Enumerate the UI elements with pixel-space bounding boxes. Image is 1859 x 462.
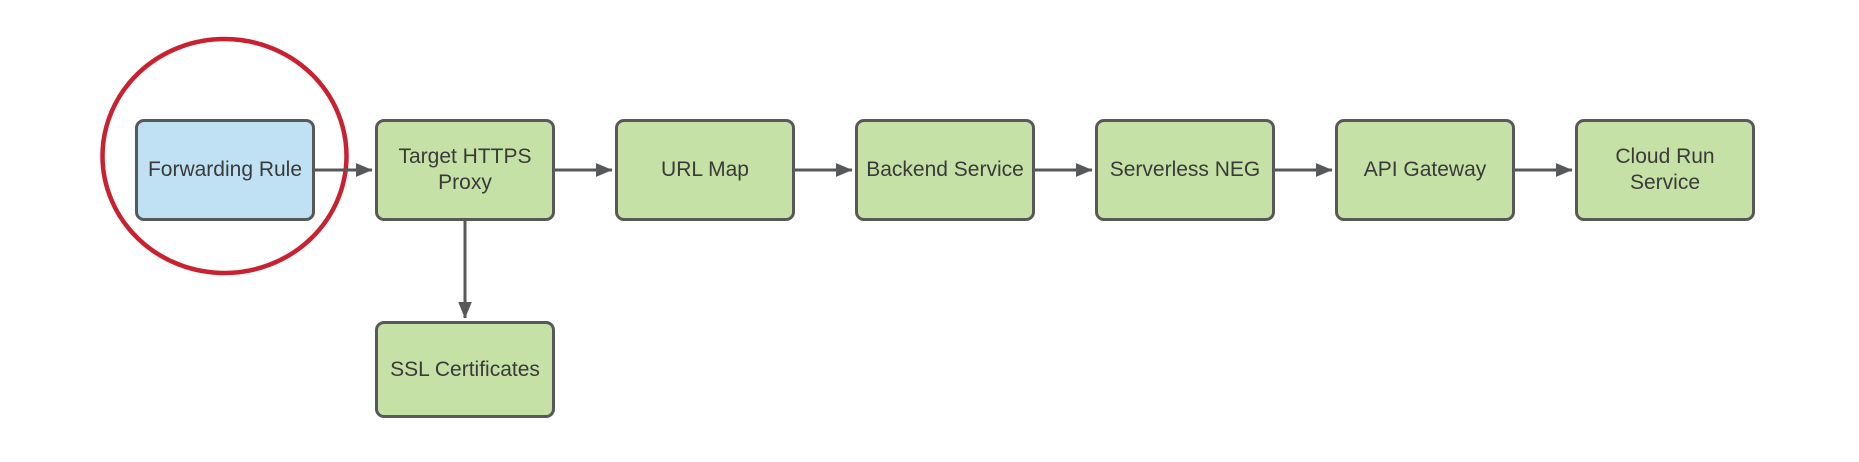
- node-url-map[interactable]: URL Map: [615, 119, 795, 221]
- node-url-map-label: URL Map: [661, 158, 749, 182]
- highlight-ellipse: [100, 36, 349, 276]
- node-cloud-run-service-label: Cloud Run Service: [1615, 145, 1715, 194]
- node-api-gateway-label: API Gateway: [1363, 158, 1487, 182]
- node-target-https-proxy-label: Target HTTPS Proxy: [398, 145, 532, 194]
- node-serverless-neg-label: Serverless NEG: [1109, 158, 1261, 182]
- node-cloud-run-service[interactable]: Cloud Run Service: [1575, 119, 1755, 221]
- node-backend-service[interactable]: Backend Service: [855, 119, 1035, 221]
- node-api-gateway[interactable]: API Gateway: [1335, 119, 1515, 221]
- node-target-https-proxy[interactable]: Target HTTPS Proxy: [375, 119, 555, 221]
- node-backend-service-label: Backend Service: [866, 158, 1024, 182]
- node-ssl-certificates-label: SSL Certificates: [390, 357, 540, 381]
- node-ssl-certificates[interactable]: SSL Certificates: [375, 321, 555, 418]
- node-forwarding-rule[interactable]: Forwarding Rule: [135, 119, 315, 221]
- node-serverless-neg[interactable]: Serverless NEG: [1095, 119, 1275, 221]
- node-forwarding-rule-label: Forwarding Rule: [147, 158, 303, 182]
